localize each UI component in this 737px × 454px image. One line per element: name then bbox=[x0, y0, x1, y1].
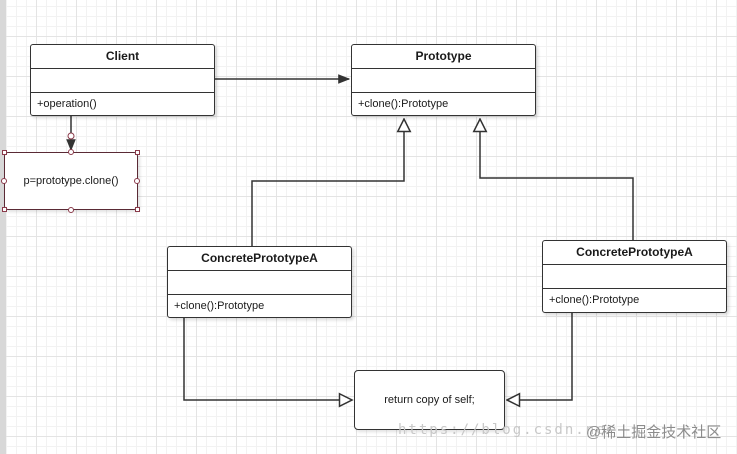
class-prototype-attributes bbox=[352, 69, 535, 93]
connect-handle-right[interactable] bbox=[134, 178, 140, 184]
resize-handle-bottom-left[interactable] bbox=[2, 207, 7, 212]
class-concrete-a-right-attributes bbox=[543, 265, 726, 289]
return-link-left bbox=[183, 318, 352, 400]
watermark-site: @稀土掘金技术社区 bbox=[586, 424, 722, 441]
note-return-copy[interactable]: return copy of self; bbox=[354, 370, 505, 430]
watermark-url: https://blog.csdn.ne bbox=[398, 422, 607, 438]
class-client-attributes bbox=[31, 69, 214, 93]
class-concrete-a-left-attributes bbox=[168, 271, 351, 295]
note-prototype-clone-text: p=prototype.clone() bbox=[23, 175, 119, 187]
resize-handle-top-left[interactable] bbox=[2, 150, 7, 155]
class-client-name: Client bbox=[31, 45, 214, 69]
return-link-right bbox=[507, 313, 573, 400]
resize-handle-bottom-right[interactable] bbox=[135, 207, 140, 212]
note-return-copy-text: return copy of self; bbox=[384, 394, 475, 406]
class-client-operation: +operation() bbox=[37, 98, 97, 110]
note-prototype-clone[interactable]: p=prototype.clone() bbox=[4, 152, 138, 210]
class-concrete-a-right-name: ConcretePrototypeA bbox=[543, 241, 726, 265]
class-concrete-a-right[interactable]: ConcretePrototypeA +clone():Prototype bbox=[542, 240, 727, 313]
inheritance-right bbox=[480, 119, 634, 240]
canvas-edge bbox=[0, 0, 6, 454]
class-prototype-operation: +clone():Prototype bbox=[358, 98, 449, 110]
class-concrete-a-right-operation: +clone():Prototype bbox=[549, 294, 640, 306]
class-client[interactable]: Client +operation() bbox=[30, 44, 215, 116]
class-concrete-a-left-name: ConcretePrototypeA bbox=[168, 247, 351, 271]
connect-handle-left[interactable] bbox=[1, 178, 7, 184]
class-concrete-a-left[interactable]: ConcretePrototypeA +clone():Prototype bbox=[167, 246, 352, 318]
note-link-endpoint bbox=[67, 132, 75, 140]
connect-handle-top[interactable] bbox=[68, 149, 74, 155]
connect-handle-bottom[interactable] bbox=[68, 207, 74, 213]
resize-handle-top-right[interactable] bbox=[135, 150, 140, 155]
class-prototype[interactable]: Prototype +clone():Prototype bbox=[351, 44, 536, 116]
class-concrete-a-left-operation: +clone():Prototype bbox=[174, 300, 265, 312]
inheritance-left bbox=[251, 119, 404, 246]
class-prototype-name: Prototype bbox=[352, 45, 535, 69]
